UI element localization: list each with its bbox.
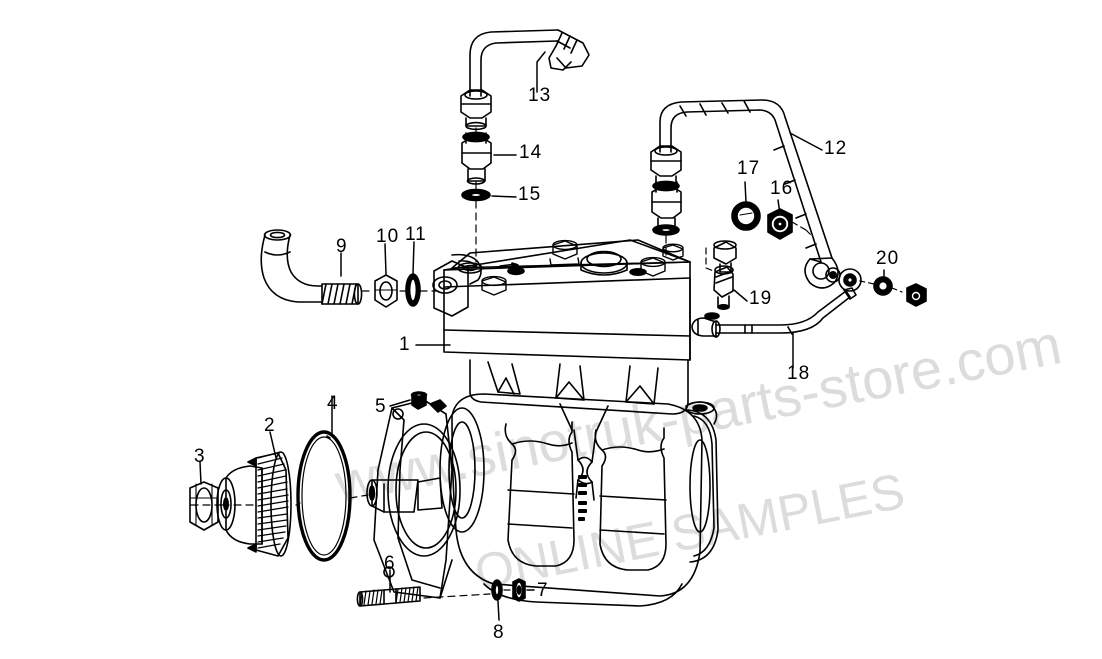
part-compressor-body — [366, 239, 719, 607]
callout-label-13: 13 — [528, 85, 552, 106]
callout-label-14: 14 — [519, 142, 543, 163]
part-intake-elbow-pipe — [260, 229, 363, 305]
callout-label-3: 3 — [194, 446, 206, 467]
callout-label-16: 16 — [770, 178, 794, 199]
callout-label-10: 10 — [376, 226, 400, 247]
part-lower-union-right — [651, 180, 682, 259]
part-flange-nut — [410, 391, 428, 410]
part-stud-bolt — [356, 586, 421, 607]
part-banjo-bolt — [767, 208, 813, 240]
part-hex-nut — [512, 578, 526, 602]
callout-label-6: 6 — [384, 553, 396, 574]
callout-label-9: 9 — [336, 236, 348, 257]
part-seal-washer — [731, 201, 761, 231]
callout-label-12: 12 — [824, 138, 848, 159]
part-coolant-pipe — [460, 29, 590, 131]
callout-label-5: 5 — [375, 396, 387, 417]
part-shaft-nut — [189, 481, 219, 531]
part-drive-gear — [216, 451, 292, 557]
callout-label-18: 18 — [787, 363, 811, 384]
callout-label-7: 7 — [537, 580, 549, 601]
callout-label-17: 17 — [737, 158, 761, 179]
part-flat-washer — [491, 579, 503, 601]
part-sealing-ring — [405, 273, 421, 307]
callout-label-20: 20 — [876, 248, 900, 269]
callout-leader-lines — [199, 51, 885, 621]
part-oil-supply-pipe — [691, 287, 857, 338]
callout-label-2: 2 — [264, 415, 276, 436]
part-banjo-eye-lower — [825, 267, 862, 292]
callout-label-19: 19 — [749, 288, 773, 309]
part-sealing-washer-small — [850, 276, 927, 307]
part-hollow-bolt-connector — [461, 131, 492, 185]
callout-label-11: 11 — [405, 224, 427, 245]
callout-label-15: 15 — [518, 184, 542, 205]
callout-label-4: 4 — [327, 393, 339, 414]
part-plug-upper-right — [713, 240, 737, 273]
part-copper-gasket — [461, 188, 491, 202]
part-oil-inlet-fitting — [704, 247, 734, 320]
part-o-ring — [296, 430, 352, 562]
callout-label-1: 1 — [399, 334, 411, 355]
callout-label-8: 8 — [493, 622, 505, 643]
part-delivery-pipe-upper — [650, 99, 839, 289]
part-union-nut — [374, 274, 398, 308]
